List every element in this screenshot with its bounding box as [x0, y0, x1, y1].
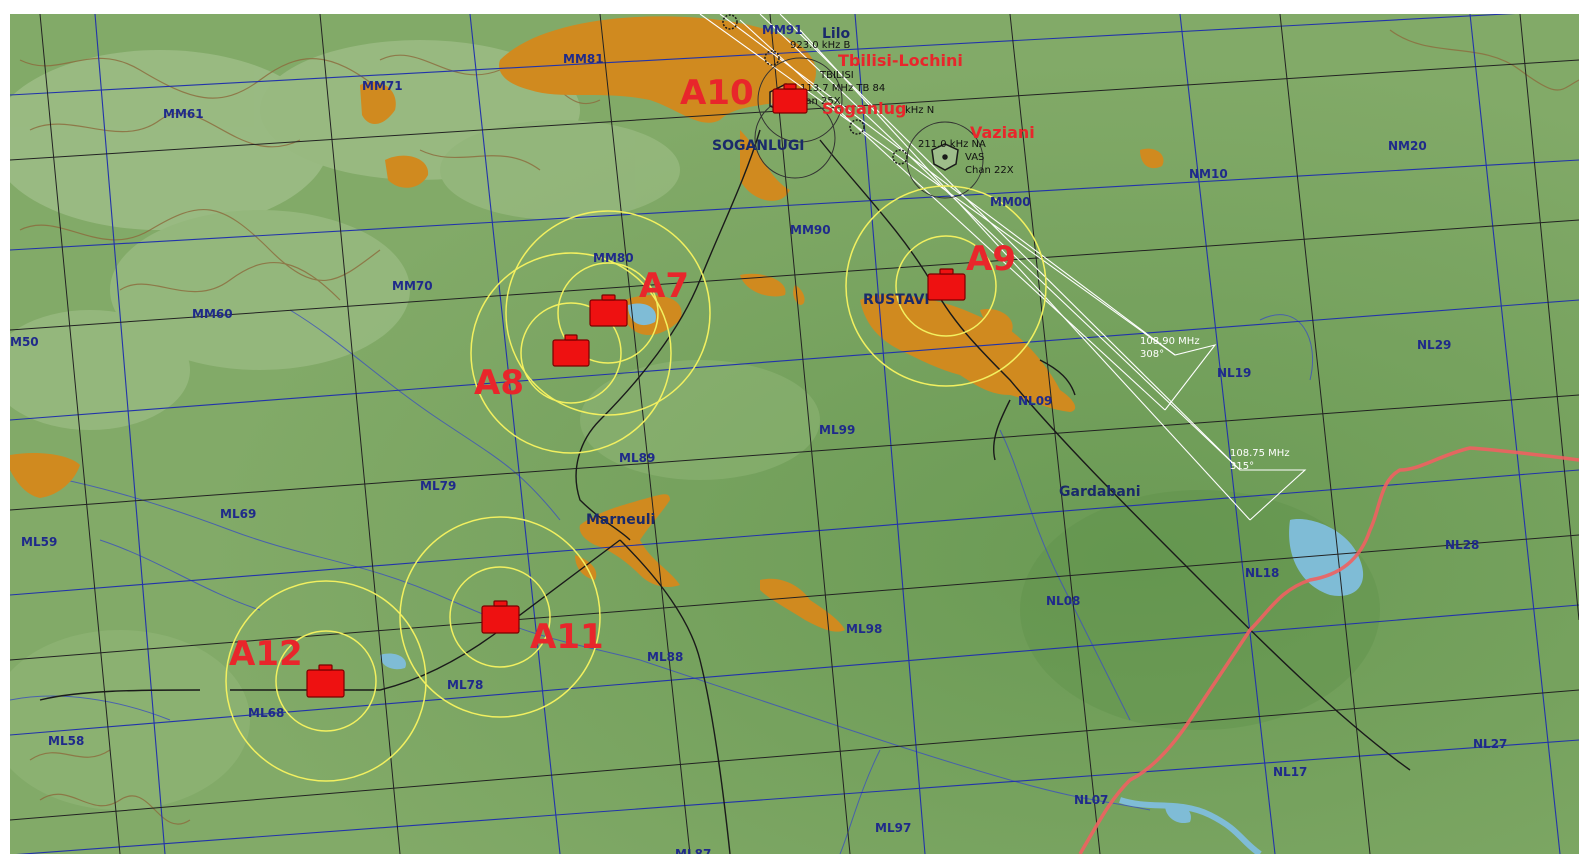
- target-labels: A10 A7 A8 A9 A11 A12: [229, 73, 1016, 674]
- grid-label-ml59: ML59: [21, 535, 57, 549]
- ils-approach-lines: [699, 14, 1307, 521]
- navaid-tbilisi-name: TBILISI: [819, 70, 854, 81]
- town-label-gardabani: Gardabani: [1059, 484, 1141, 500]
- grid-label-nl07: NL07: [1074, 793, 1108, 807]
- grid-label-nl08: NL08: [1046, 594, 1080, 608]
- ndb-vaziani-icon[interactable]: [892, 149, 908, 165]
- target-rings: [225, 185, 1047, 782]
- airfield-label-lochini: Tbilisi-Lochini: [838, 51, 963, 70]
- navaid-soganlug-ndb: kHz N: [905, 105, 934, 116]
- target-a12-icon[interactable]: [306, 664, 345, 698]
- target-a7-icon[interactable]: [589, 294, 628, 327]
- grid-label-mm90: MM90: [790, 223, 831, 237]
- grid-label-ml98: ML98: [846, 622, 882, 636]
- target-label-a9: A9: [966, 239, 1016, 279]
- navaid-tbilisi-vor: 113.7 MHz TB 84: [800, 83, 885, 94]
- grid-label-ml68: ML68: [248, 706, 284, 720]
- target-a10-icon[interactable]: [772, 83, 808, 114]
- grid-label-nm20: NM20: [1388, 139, 1427, 153]
- rivers: [10, 309, 1314, 854]
- lakes: [380, 303, 1364, 824]
- grid-label-ml78: ML78: [447, 678, 483, 692]
- target-label-a7: A7: [639, 266, 689, 306]
- navaid-labels: 923.0 kHz B TBILISI 113.7 MHz TB 84 Chan…: [790, 40, 1290, 472]
- international-border: [1078, 446, 1579, 854]
- grid-label-nl09: NL09: [1018, 394, 1052, 408]
- grid-label-ml99: ML99: [819, 423, 855, 437]
- grid-label-nl19: NL19: [1217, 366, 1251, 380]
- ndb-tbilisi-icon[interactable]: [764, 50, 780, 66]
- town-label-soganlugi: SOGANLUGI: [712, 138, 805, 154]
- ils-1-crs: 308°: [1140, 349, 1164, 360]
- grid-label-ml88: ML88: [647, 650, 683, 664]
- target-label-a12: A12: [229, 634, 303, 674]
- town-labels: Lilo SOGANLUGI RUSTAVI Gardabani Marneul…: [586, 26, 1141, 528]
- grid-labels: MM91 MM81 MM71 MM61 MM90 MM80 MM70 MM60 …: [10, 23, 1507, 860]
- target-label-a11: A11: [530, 617, 604, 657]
- grid-label-mm71: MM71: [362, 79, 403, 93]
- grid-label-mm00: MM00: [990, 195, 1031, 209]
- grid-label-ml58: ML58: [48, 734, 84, 748]
- grid-label-mm80: MM80: [593, 251, 634, 265]
- target-a11-icon[interactable]: [481, 600, 520, 634]
- grid-label-ml97: ML97: [875, 821, 911, 835]
- navaid-tbilisi-chan: Chan 25X: [792, 96, 841, 107]
- grid-label-mm70: MM70: [392, 279, 433, 293]
- ils-2-crs: 315°: [1230, 461, 1254, 472]
- target-label-a8: A8: [474, 363, 524, 403]
- grid-label-mm81: MM81: [563, 52, 604, 66]
- grid-blue: [10, 14, 1579, 854]
- target-a8-icon[interactable]: [552, 334, 590, 367]
- navaid-vaziani-chan: Chan 22X: [965, 165, 1014, 176]
- vor-vaziani-icon[interactable]: [931, 143, 959, 171]
- terrain-base: [10, 14, 1579, 854]
- target-label-a10: A10: [680, 73, 754, 113]
- target-a9-icon[interactable]: [927, 268, 966, 301]
- grid-label-ml87: ML87: [675, 847, 711, 860]
- river-kura: [1119, 797, 1262, 854]
- grid-label-nl28: NL28: [1445, 538, 1479, 552]
- airfield-labels: Tbilisi-Lochini Soganlug Vaziani: [822, 51, 1035, 142]
- grid-label-ml69: ML69: [220, 507, 256, 521]
- grid-label-mm60: MM60: [192, 307, 233, 321]
- navaid-vaziani-vas: VAS: [965, 152, 984, 163]
- grid-label-mm61: MM61: [163, 107, 204, 121]
- ils-2-freq: 108.75 MHz: [1230, 448, 1290, 459]
- navaid-lilo-ndb: 923.0 kHz B: [790, 40, 851, 51]
- roads: [39, 129, 1411, 854]
- grid-label-nl18: NL18: [1245, 566, 1279, 580]
- grid-black: [10, 14, 1579, 854]
- town-label-lilo: Lilo: [822, 26, 851, 42]
- navaid-rings: [754, 57, 984, 199]
- ndb-lilo-icon[interactable]: [722, 14, 738, 30]
- town-label-rustavi: RUSTAVI: [863, 292, 930, 308]
- hill-shading: [10, 40, 1380, 810]
- navaid-vaziani-ndb: 211.0 kHz NA: [918, 139, 986, 150]
- ndb-soganlug-icon[interactable]: [849, 119, 865, 135]
- target-markers: [306, 83, 966, 698]
- airfield-label-soganlug: Soganlug: [822, 99, 906, 118]
- grid-label-mm50: M50: [10, 335, 39, 349]
- town-label-marneuli: Marneuli: [586, 512, 655, 528]
- grid-label-ml89: ML89: [619, 451, 655, 465]
- grid-label-nl17: NL17: [1273, 765, 1307, 779]
- grid-label-mm91: MM91: [762, 23, 803, 37]
- airfield-label-vaziani: Vaziani: [970, 123, 1035, 142]
- grid-label-ml79: ML79: [420, 479, 456, 493]
- grid-label-nm10: NM10: [1189, 167, 1228, 181]
- grid-label-nl27: NL27: [1473, 737, 1507, 751]
- ils-1-freq: 108.90 MHz: [1140, 336, 1200, 347]
- grid-label-nl29: NL29: [1417, 338, 1451, 352]
- contour-lines: [19, 29, 1579, 825]
